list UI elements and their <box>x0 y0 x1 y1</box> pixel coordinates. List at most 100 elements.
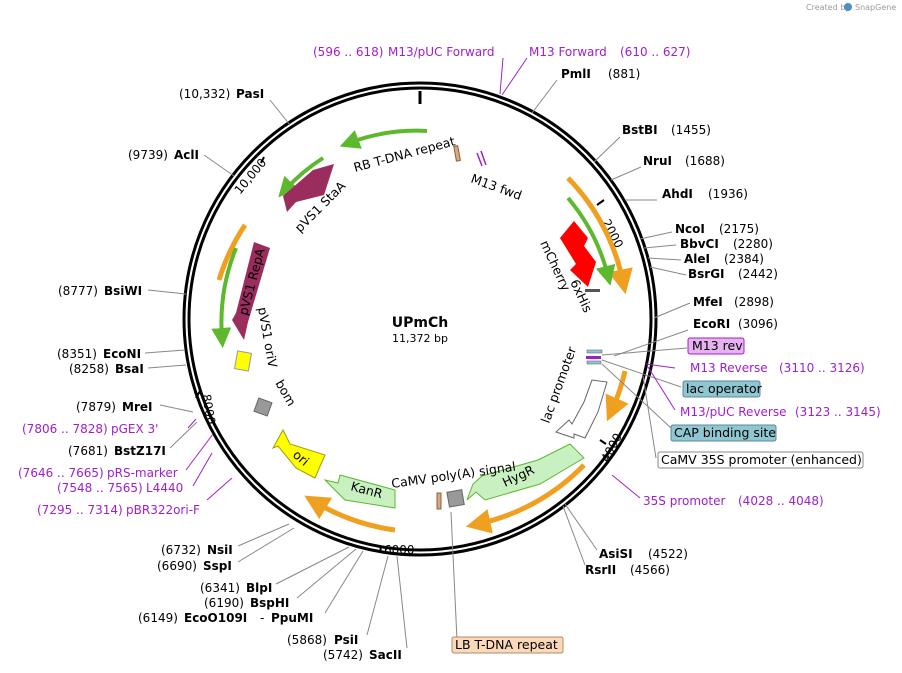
tick-8000 <box>195 390 201 399</box>
enzyme-sacii-name[interactable]: SacII <box>369 648 402 662</box>
primer-m13-forward-name[interactable]: M13 Forward <box>529 45 607 59</box>
primer-35s-promoter-range: (4028 .. 4048) <box>738 494 824 508</box>
enzyme-bbvci-name[interactable]: BbvCI <box>680 237 719 251</box>
primer-labels: (596 .. 618) M13/pUC Forward M13 Forward… <box>18 45 881 517</box>
tick-label-8000: 8000 <box>199 393 218 426</box>
pvs1-repa-feature <box>232 242 270 340</box>
enzyme-ecori-name[interactable]: EcoRI <box>693 317 730 331</box>
feature-arcs <box>211 128 633 534</box>
orf-arc-repa <box>211 247 238 348</box>
enzyme-pmli-name[interactable]: PmlI <box>561 67 591 81</box>
enzyme-bstbi-name[interactable]: BstBI <box>622 123 658 137</box>
primer-m13-reverse-range: (3110 .. 3126) <box>779 361 865 375</box>
enzyme-nrui-pos: (1688) <box>685 154 725 168</box>
enzyme-bstz17i-name[interactable]: BstZ17I <box>114 444 166 458</box>
enzyme-acli-pos: (9739) <box>128 148 168 162</box>
leader-prs-marker <box>185 433 214 471</box>
leader-lines <box>144 79 691 649</box>
enzyme-bsiwi-name[interactable]: BsiWI <box>104 284 142 298</box>
enzyme-nsii-pos: (6732) <box>161 543 201 557</box>
primer-prs-marker-name[interactable]: pRS-marker <box>107 466 178 480</box>
leader-alei <box>647 257 682 261</box>
box-lb-tdna-repeat[interactable] <box>451 636 564 654</box>
enzyme-mfei-name[interactable]: MfeI <box>693 295 723 309</box>
label-rb-tdna-repeat: RB T-DNA repeat <box>352 133 457 175</box>
leader-mfei <box>653 302 691 319</box>
enzyme-psii-name[interactable]: PsiI <box>334 633 358 647</box>
box-lac-operator[interactable] <box>682 380 761 398</box>
enzyme-blpi-pos: (6341) <box>200 581 240 595</box>
label-lac-promoter: lac promoter <box>538 344 580 425</box>
enzyme-bsphi-name[interactable]: BspHI <box>250 596 289 610</box>
enzyme-bsrgi-name[interactable]: BsrGI <box>688 267 725 281</box>
box-m13-rev[interactable] <box>687 337 745 355</box>
leader-ncoi <box>639 231 673 240</box>
leader-bstbi <box>593 136 621 163</box>
leader-nrui <box>610 166 642 181</box>
leader-rsrii <box>562 505 586 566</box>
leader-ecoo109i <box>324 550 364 614</box>
cap-site-mark <box>586 360 602 365</box>
enzyme-bsrgi-pos: (2442) <box>738 267 778 281</box>
enzyme-econi-pos: (8351) <box>57 347 97 361</box>
enzyme-asisi-name[interactable]: AsiSI <box>599 547 633 561</box>
leader-mrei <box>159 404 194 413</box>
leader-psii <box>366 555 389 636</box>
primer-l4440-name[interactable]: L4440 <box>146 481 183 495</box>
enzyme-alei-name[interactable]: AleI <box>684 252 710 266</box>
leader-l4440 <box>192 452 213 487</box>
orf-arc-kanr <box>304 495 396 533</box>
enzyme-pmli-pos: (881) <box>608 67 640 81</box>
primer-pbr322ori-name[interactable]: pBR322ori-F <box>126 503 200 517</box>
enzyme-ppumi-name[interactable]: PpuMI <box>271 611 313 625</box>
leader-m13-puc-forward <box>499 57 504 95</box>
box-camv-35s-enhanced-label: CaMV 35S promoter (enhanced) <box>661 452 862 467</box>
pvs1-oriv-feature <box>233 350 253 372</box>
primer-pgex3-name[interactable]: pGEX 3' <box>111 422 158 436</box>
orf-arc-hygr <box>465 463 586 534</box>
leader-nsii <box>237 523 290 547</box>
kanr-feature <box>323 474 396 509</box>
primer-prs-marker-range: (7646 .. 7665) <box>18 466 104 480</box>
box-camv-35s-enhanced[interactable] <box>657 451 864 469</box>
enzyme-blpi-name[interactable]: BlpI <box>246 581 272 595</box>
enzyme-nrui-name[interactable]: NruI <box>643 154 672 168</box>
primer-pbr322ori-range: (7295 .. 7314) <box>37 503 123 517</box>
enzyme-acli-name[interactable]: AclI <box>174 148 199 162</box>
snapgene-watermark: Created by SnapGene <box>806 3 896 12</box>
enzyme-ahdi-name[interactable]: AhdI <box>662 187 693 201</box>
ori-feature <box>271 428 326 479</box>
leader-m13-puc-reverse <box>647 366 676 411</box>
leader-ecori <box>613 329 689 357</box>
leader-pbr322ori <box>206 477 233 501</box>
box-cap-binding-site[interactable] <box>670 424 777 442</box>
plasmid-name: UPmCh <box>392 315 448 331</box>
enzyme-ecori-pos: (3096) <box>738 317 778 331</box>
enzyme-mrei-name[interactable]: MreI <box>122 400 152 414</box>
enzyme-bsai-pos: (8258) <box>69 362 109 376</box>
enzyme-sspi-name[interactable]: SspI <box>203 559 232 573</box>
primer-m13-reverse-name[interactable]: M13 Reverse <box>690 361 768 375</box>
leader-m13-forward <box>501 57 528 96</box>
orf-arc-mcherry-outer <box>566 176 633 295</box>
primer-m13-puc-forward-name[interactable]: M13/pUC Forward <box>388 45 495 59</box>
enzyme-nsii-name[interactable]: NsiI <box>207 543 233 557</box>
hygr-feature <box>466 443 585 501</box>
enzyme-bsai-name[interactable]: BsaI <box>115 362 144 376</box>
lac-operator-mark <box>586 349 603 354</box>
tick-6000 <box>379 545 382 554</box>
leader-pasi <box>269 99 291 126</box>
feature-shapes <box>232 145 608 510</box>
enzyme-pasi-name[interactable]: PasI <box>236 87 264 101</box>
enzyme-econi-name[interactable]: EcoNI <box>103 347 141 361</box>
enzyme-ecoo109i-name[interactable]: EcoO109I <box>184 611 247 625</box>
leader-lac-operator <box>601 359 682 388</box>
watermark-created-by: Created by <box>806 3 850 12</box>
enzyme-rsrii-name[interactable]: RsrII <box>585 563 616 577</box>
enzyme-ncoi-name[interactable]: NcoI <box>675 222 705 236</box>
primer-35s-promoter-name[interactable]: 35S promoter <box>643 494 725 508</box>
tick-4000 <box>599 439 607 445</box>
primer-m13-puc-reverse-name[interactable]: M13/pUC Reverse <box>680 405 787 419</box>
orf-arc-left-orange <box>216 223 248 281</box>
